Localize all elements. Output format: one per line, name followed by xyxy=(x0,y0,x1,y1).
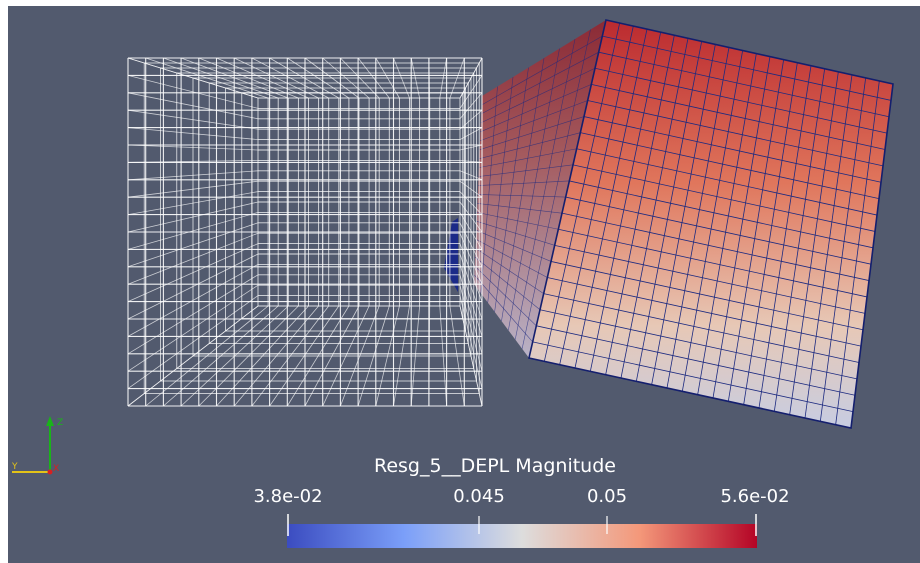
cube-mesh-line xyxy=(543,22,621,362)
cube-mesh-line xyxy=(480,86,498,294)
cube-mesh-line xyxy=(666,47,730,389)
cube-mesh-line xyxy=(514,38,576,340)
cube-mesh-line xyxy=(580,132,880,200)
orientation-axes xyxy=(12,416,54,475)
colorbar-tick-label: 0.05 xyxy=(586,486,628,507)
cube-mesh-line xyxy=(591,83,886,150)
cube-mesh-line xyxy=(605,35,675,375)
cube-mesh-line xyxy=(773,68,826,412)
wireframe-depth-ring xyxy=(241,92,464,319)
cube-mesh-line xyxy=(743,62,798,405)
cube-mesh-line xyxy=(574,29,648,369)
wireframe-depth-ring xyxy=(192,77,472,357)
cube-mesh-line xyxy=(620,38,689,379)
cube-mesh-line xyxy=(559,26,634,365)
cube-mesh-line xyxy=(651,44,716,385)
cube-side-face xyxy=(474,20,606,358)
cube-mesh-line xyxy=(572,164,876,232)
cube-mesh-line xyxy=(561,212,870,281)
deformed-cube[interactable] xyxy=(444,19,894,429)
cube-mesh-line xyxy=(758,65,812,409)
cube-mesh-line xyxy=(712,56,771,399)
cube-mesh-line xyxy=(576,148,878,216)
3d-scene[interactable] xyxy=(8,6,920,563)
wireframe-depth-ring xyxy=(143,62,480,394)
axis-y-label: Y xyxy=(12,462,18,472)
cube-mesh-line xyxy=(547,277,862,347)
wireframe-depth-ring xyxy=(208,82,469,344)
wireframe-cube[interactable] xyxy=(127,57,483,407)
cube-mesh-line xyxy=(804,74,853,419)
cube-mesh-line xyxy=(521,29,591,349)
cube-mesh-line xyxy=(589,32,662,372)
wireframe-depth-ring xyxy=(160,67,477,382)
cube-mesh-line xyxy=(587,100,884,167)
cube-mesh-line xyxy=(835,80,880,425)
cube-mesh-line xyxy=(635,41,703,382)
cube-mesh-line xyxy=(681,50,744,392)
cube-mesh-line xyxy=(501,57,545,322)
colorbar-gradient xyxy=(287,524,757,548)
axis-x-label: X xyxy=(53,464,60,474)
cube-mesh-line xyxy=(543,293,860,363)
cube-front-outline xyxy=(528,19,894,429)
cube-mesh-line xyxy=(494,67,529,312)
wireframe-depth-ring xyxy=(225,87,466,332)
cube-mesh-line xyxy=(558,228,868,298)
cube-mesh-line xyxy=(554,244,866,314)
render-viewport[interactable]: Z Y X Resg_5__DEPL Magnitude 3.8e-02 0.0… xyxy=(8,6,920,563)
cube-mesh-line xyxy=(569,180,874,249)
cube-mesh-lines xyxy=(474,22,892,425)
cube-mesh-line xyxy=(727,59,785,402)
cube-mesh-line xyxy=(819,77,867,422)
cube-mesh-line xyxy=(565,196,872,265)
mesh-artifact xyxy=(444,218,458,292)
colorbar-tick-label: 3.8e-02 xyxy=(253,486,323,507)
cube-mesh-line xyxy=(550,261,864,331)
cube-mesh-line xyxy=(487,76,514,303)
cube-mesh-line xyxy=(539,309,858,380)
cube-mesh-line xyxy=(594,67,888,134)
cube-mesh-line xyxy=(508,48,560,331)
cube-mesh-line xyxy=(532,341,854,413)
cube-mesh-line xyxy=(598,51,890,118)
axis-z-label: Z xyxy=(57,418,64,428)
cube-mesh-line xyxy=(583,116,882,183)
colorbar-tick-label: 0.045 xyxy=(453,486,505,507)
colorbar-tick-label: 5.6e-02 xyxy=(720,486,790,507)
cube-mesh-line xyxy=(697,53,757,395)
wireframe-depth-ring xyxy=(176,72,475,369)
colorbar-title: Resg_5__DEPL Magnitude xyxy=(374,455,616,477)
cube-mesh-line xyxy=(789,71,839,415)
cube-mesh-line xyxy=(602,35,892,101)
cube-mesh-line xyxy=(536,325,856,396)
